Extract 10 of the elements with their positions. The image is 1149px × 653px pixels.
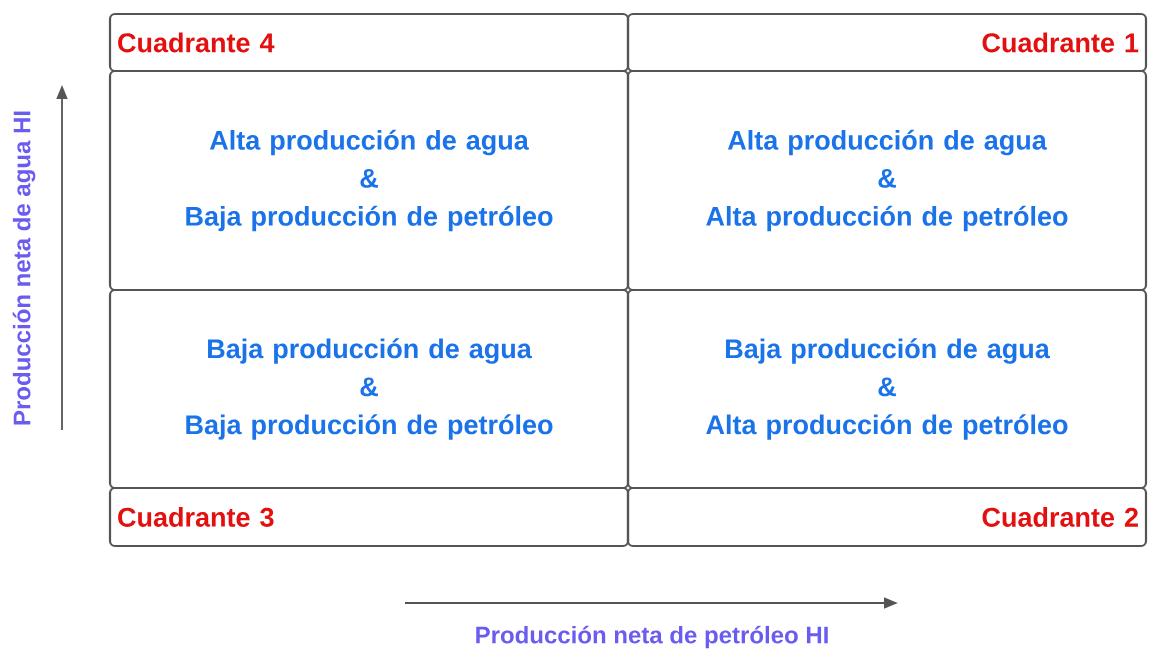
quadrant-box: Baja producción de agua & Baja producción de petróleo	[108, 288, 630, 490]
quadrant-box: Baja producción de agua & Alta producción de petróleo	[626, 288, 1148, 490]
quadrant-header: Cuadrante 3	[108, 486, 630, 548]
quadrant-header: Cuadrante 4	[108, 12, 630, 73]
axis-label: Producción neta de agua HI	[12, 111, 36, 425]
quadrant-box: Alta producción de agua & Alta producción de petróleo	[626, 69, 1148, 292]
axis-label: Producción neta de petróleo HI	[476, 625, 828, 649]
quadrant-header: Cuadrante 1	[626, 12, 1148, 73]
quadrant-header: Cuadrante 2	[626, 486, 1148, 548]
quadrant-box: Alta producción de agua & Baja producción de petróleo	[108, 69, 630, 292]
